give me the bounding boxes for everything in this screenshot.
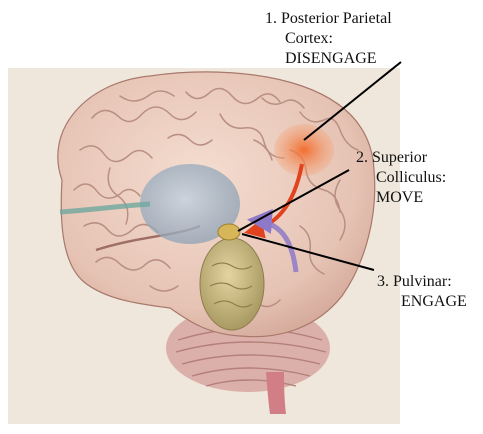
label-sc-number: 2. — [356, 149, 368, 166]
label-pulvinar-action: ENGAGE — [377, 292, 467, 312]
label-posterior-parietal-cortex: 1. Posterior Parietal Cortex: DISENGAGE — [265, 9, 392, 69]
label-sc-action: MOVE — [356, 188, 446, 208]
label-sc-title: Superior — [372, 149, 427, 166]
label-ppc-line2: Cortex: — [265, 29, 392, 49]
label-pulvinar: 3. Pulvinar: ENGAGE — [377, 272, 467, 312]
label-pulvinar-line1: 3. Pulvinar: — [377, 272, 467, 292]
label-sc-line1: 2. Superior — [356, 148, 446, 168]
label-pulvinar-title: Pulvinar: — [393, 273, 452, 290]
label-ppc-number: 1. — [265, 10, 277, 27]
label-ppc-action: DISENGAGE — [265, 49, 392, 69]
label-ppc-title: Posterior Parietal — [281, 10, 392, 27]
posterior-parietal-cortex-highlight — [274, 124, 334, 176]
pulvinar — [218, 224, 240, 240]
label-superior-colliculus: 2. Superior Colliculus: MOVE — [356, 148, 446, 208]
label-sc-line2: Colliculus: — [356, 168, 446, 188]
label-pulvinar-number: 3. — [377, 273, 389, 290]
label-ppc-line1: 1. Posterior Parietal — [265, 9, 392, 29]
brainstem — [200, 238, 264, 330]
